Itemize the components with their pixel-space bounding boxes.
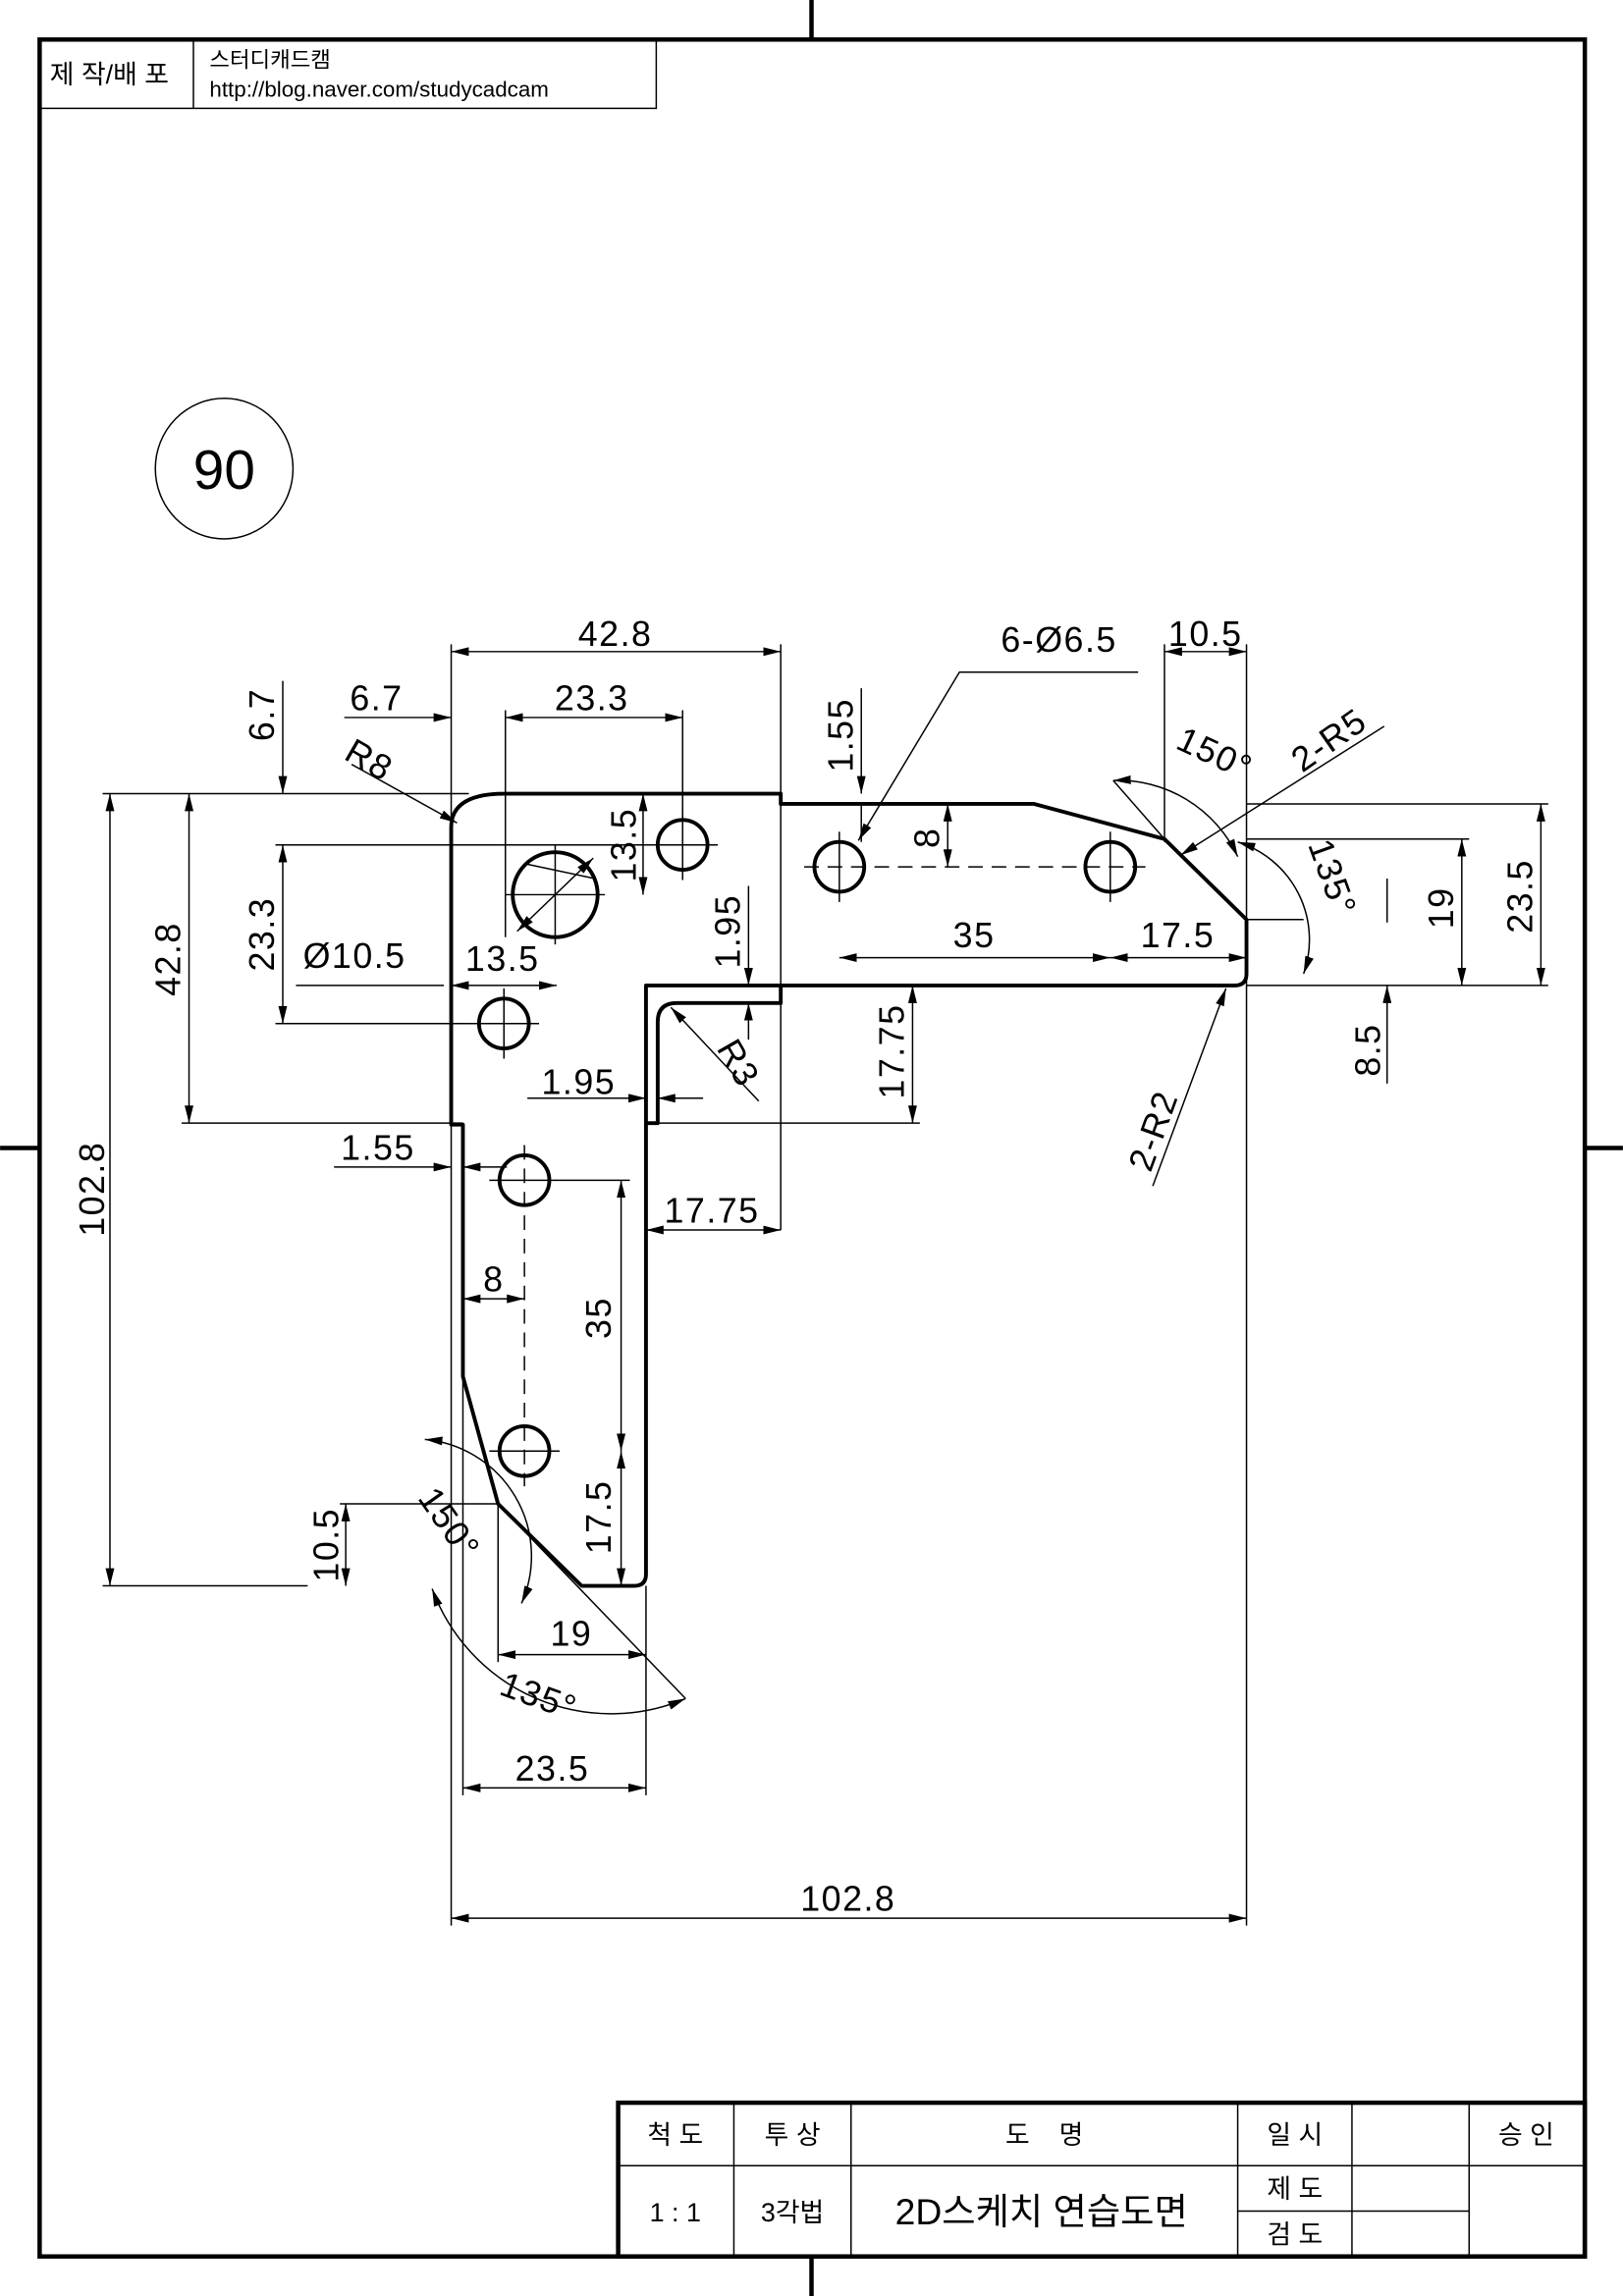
dim-label: 10.5 xyxy=(307,1508,347,1582)
date-label: 일 시 xyxy=(1267,2120,1323,2150)
checked-by-label: 검 도 xyxy=(1267,2219,1323,2249)
publisher-name: 스터디캐드캠 xyxy=(209,48,330,73)
drawing-name-value: 2D스케치 연습도면 xyxy=(895,2191,1188,2232)
approval-label: 승 인 xyxy=(1498,2120,1554,2150)
dim-label: 19 xyxy=(550,1615,592,1654)
dim-label: 23.3 xyxy=(555,678,629,718)
drawing-number: 90 xyxy=(193,440,255,502)
dim-label: 6-Ø6.5 xyxy=(1001,620,1116,660)
dim-label: 35 xyxy=(579,1297,619,1339)
dim-label: R8 xyxy=(339,731,400,789)
dim-label: 8.5 xyxy=(1348,1023,1387,1076)
publisher-url[interactable]: http://blog.naver.com/studycadcam xyxy=(209,77,549,101)
dim-label: 6.7 xyxy=(350,678,403,718)
dim-label: 35 xyxy=(953,916,996,955)
dim-label: 135° xyxy=(1300,833,1364,921)
dim-label: 102.8 xyxy=(73,1142,112,1237)
drawing-number-badge: 90 xyxy=(154,397,295,540)
dim-label: 17.75 xyxy=(872,1004,911,1099)
sheet-border xyxy=(37,37,1588,2259)
dim-label: 135° xyxy=(495,1665,582,1729)
projection-value: 3각법 xyxy=(761,2198,824,2227)
dim-label: 1.55 xyxy=(341,1128,415,1167)
dim-label: 17.5 xyxy=(579,1480,619,1555)
dim-label: 17.5 xyxy=(1141,916,1216,955)
publisher-box: 제 작/배 포 스터디캐드캠 http://blog.naver.com/stu… xyxy=(38,38,658,110)
dim-label: 10.5 xyxy=(1168,614,1243,654)
dim-label: 23.3 xyxy=(243,897,282,972)
dim-label: Ø10.5 xyxy=(303,936,406,976)
dim-label: 150° xyxy=(410,1480,488,1567)
title-block: 척 도 투 상 도 명 일 시 승 인 1 : 1 3각법 2D스케치 연습도면… xyxy=(616,2100,1588,2259)
publisher-label: 제 작/배 포 xyxy=(50,60,169,89)
dim-label: 8 xyxy=(907,828,947,848)
dim-label: 19 xyxy=(1422,886,1461,929)
holes xyxy=(476,818,1138,1478)
dim-label: 1.95 xyxy=(541,1062,616,1101)
dim-label: 8 xyxy=(483,1260,504,1300)
dim-label: 23.5 xyxy=(1500,859,1540,934)
projection-label: 투 상 xyxy=(765,2120,821,2150)
dimension-lines xyxy=(105,647,1545,1923)
dimension-labels: 42.8 6.7 23.3 6.7 R8 1.55 6-Ø6.5 10.5 15… xyxy=(73,614,1540,1919)
part-outline xyxy=(449,791,1249,1588)
dim-label: R3 xyxy=(709,1033,767,1094)
dim-label: 2-R2 xyxy=(1121,1086,1186,1176)
center-lines xyxy=(468,809,1146,1487)
dim-label: 13.5 xyxy=(604,808,643,882)
dim-label: 1.95 xyxy=(708,894,747,969)
scale-value: 1 : 1 xyxy=(650,2198,701,2227)
slot-edge xyxy=(643,983,782,1124)
dim-label: 1.55 xyxy=(821,698,860,773)
dim-label: 23.5 xyxy=(515,1749,590,1789)
drawing-name-label: 도 명 xyxy=(1005,2120,1083,2150)
dim-label: 17.75 xyxy=(665,1192,760,1231)
dim-label: 13.5 xyxy=(465,939,540,979)
dim-label: 6.7 xyxy=(243,688,282,741)
scale-label: 척 도 xyxy=(647,2120,703,2150)
drawn-by-label: 제 도 xyxy=(1267,2174,1323,2204)
dim-label: 102.8 xyxy=(800,1880,895,1919)
dim-label: 2-R5 xyxy=(1284,701,1374,780)
dim-label: 150° xyxy=(1171,720,1259,788)
dim-label: 42.8 xyxy=(149,922,189,996)
dim-label: 42.8 xyxy=(578,614,653,654)
